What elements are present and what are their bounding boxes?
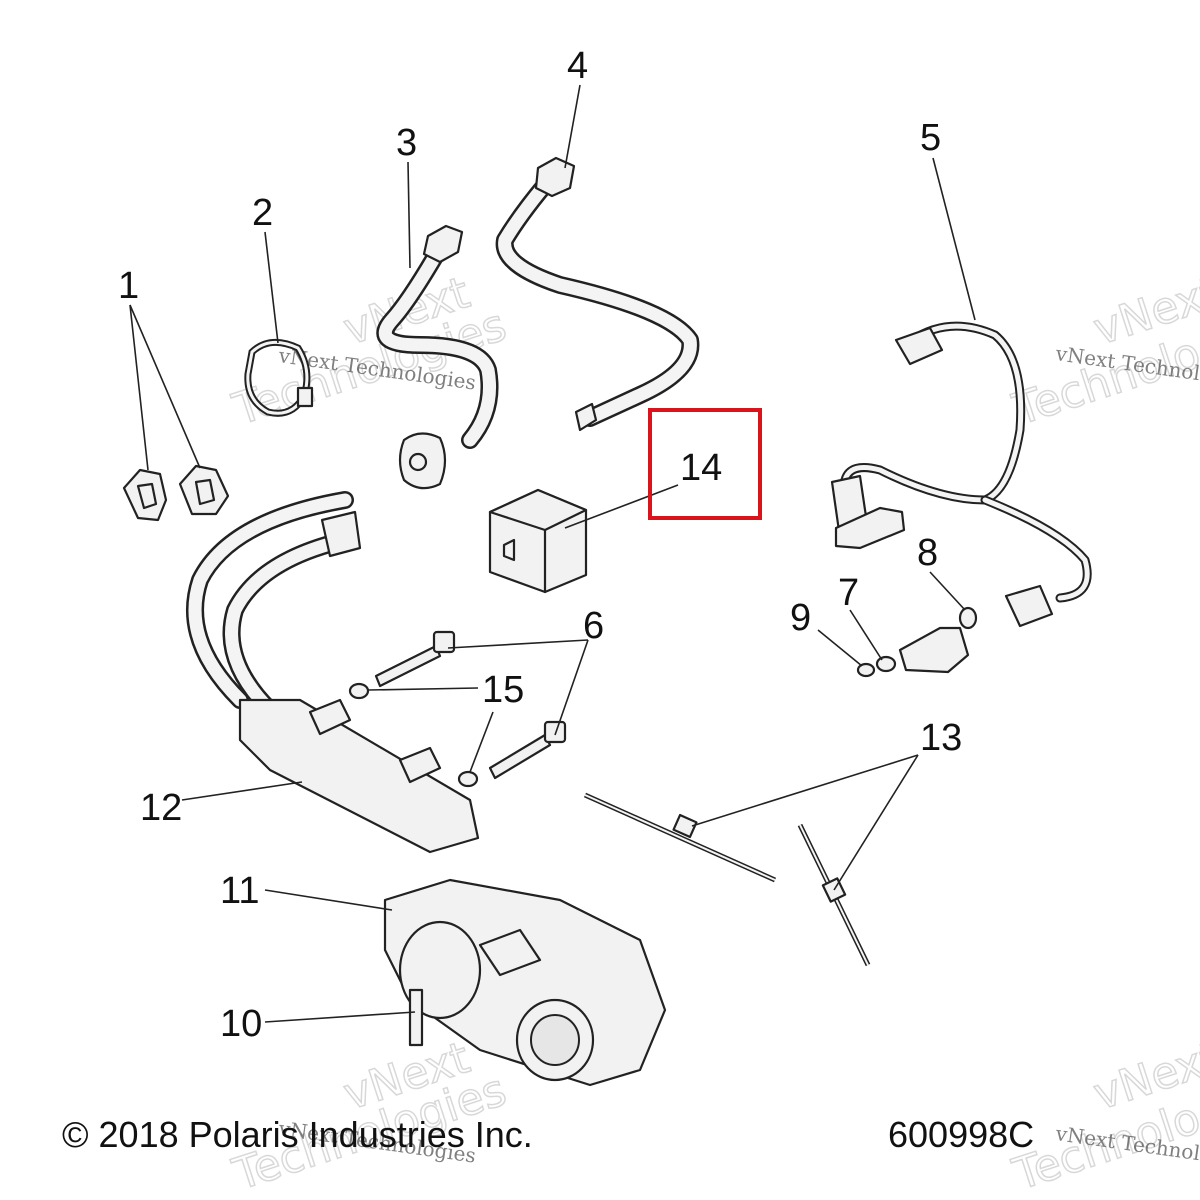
callout-9[interactable]: 9 (790, 597, 811, 639)
part-6-15-bolts-washers (348, 630, 567, 788)
watermark-group: vNext Technologies vNext Technologies vN… (226, 266, 1200, 1200)
callout-6[interactable]: 6 (583, 605, 604, 647)
callout-4[interactable]: 4 (567, 45, 588, 87)
part-3-fuel-hose (376, 224, 499, 490)
part-2-hose-clamp (244, 338, 314, 417)
callout-11[interactable]: 11 (220, 870, 259, 912)
callout-15[interactable]: 15 (482, 669, 524, 711)
part-1-hose-clips (122, 464, 230, 522)
callout-8[interactable]: 8 (917, 532, 938, 574)
part-13-cable-ties (583, 792, 871, 967)
copyright-text: © 2018 Polaris Industries Inc. (62, 1114, 533, 1155)
callout-13[interactable]: 13 (920, 717, 962, 759)
callout-14-highlight-box (648, 408, 762, 520)
callout-5[interactable]: 5 (920, 117, 941, 159)
callout-2[interactable]: 2 (252, 192, 273, 234)
part-7-9-injector-seals (834, 506, 978, 678)
callout-14[interactable]: 14 (680, 447, 722, 489)
callout-7[interactable]: 7 (838, 572, 859, 614)
callout-labels: 1 2 3 4 5 6 7 8 9 10 11 12 13 14 15 (118, 45, 962, 1045)
callout-3[interactable]: 3 (396, 122, 417, 164)
callout-12[interactable]: 12 (140, 787, 182, 829)
part-10-11-throttle-body (383, 878, 667, 1087)
part-number-text: 600998C (888, 1114, 1034, 1155)
leader-lines (129, 84, 976, 1023)
part-12-fuel-rail (186, 491, 480, 854)
callout-10[interactable]: 10 (220, 1003, 262, 1045)
part-5-wiring-harness (830, 321, 1092, 628)
part-4-fuel-line (495, 156, 700, 432)
callout-1[interactable]: 1 (118, 265, 139, 307)
part-14-foam-block (488, 488, 588, 594)
